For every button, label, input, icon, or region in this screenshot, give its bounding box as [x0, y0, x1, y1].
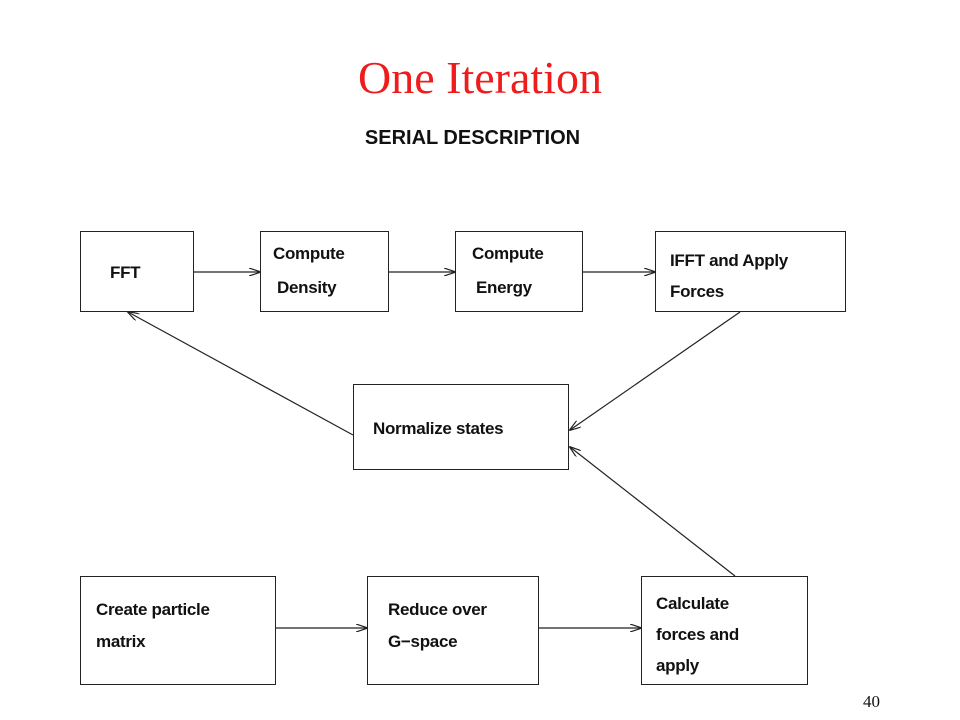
- slide-title: One Iteration: [358, 52, 602, 103]
- compute-density-label-line1: Compute: [273, 244, 345, 263]
- page-number: 40: [863, 692, 880, 711]
- ifft-apply-forces-label-line1: IFFT and Apply: [670, 251, 788, 270]
- arrow-calculate-to-normalize-states: [570, 447, 736, 577]
- diagram-heading: SERIAL DESCRIPTION: [364, 127, 581, 149]
- calculate-forces-label-line3: apply: [656, 656, 699, 675]
- fft-label: FFT: [110, 263, 141, 282]
- compute-energy-label-line2: Energy: [476, 278, 532, 297]
- create-particle-matrix-label-line2: matrix: [96, 632, 146, 651]
- compute-energy-box: Compute Energy: [455, 231, 583, 312]
- arrow-ifft-to-normalize-states: [570, 311, 741, 430]
- ifft-apply-forces-box: IFFT and Apply Forces: [655, 231, 846, 312]
- calculate-forces-label-line2: forces and: [656, 625, 739, 644]
- compute-energy-label-line1: Compute: [472, 244, 544, 263]
- create-particle-matrix-box: Create particle matrix: [80, 576, 276, 685]
- normalize-states-label: Normalize states: [373, 419, 504, 438]
- reduce-over-gspace-label-line2: G−space: [388, 632, 458, 651]
- arrow-normalize-states-to-fft: [128, 312, 354, 436]
- calculate-forces-label-line1: Calculate: [656, 594, 729, 613]
- compute-density-label-line2: Density: [277, 278, 337, 297]
- compute-density-box: Compute Density: [260, 231, 389, 312]
- ifft-apply-forces-label-line2: Forces: [670, 282, 724, 301]
- reduce-over-gspace-box: Reduce over G−space: [367, 576, 539, 685]
- create-particle-matrix-label-line1: Create particle: [96, 600, 210, 619]
- normalize-states-box: Normalize states: [353, 384, 569, 470]
- reduce-over-gspace-label-line1: Reduce over: [388, 600, 487, 619]
- calculate-forces-box: Calculate forces and apply: [641, 576, 808, 685]
- fft-box: FFT: [80, 231, 194, 312]
